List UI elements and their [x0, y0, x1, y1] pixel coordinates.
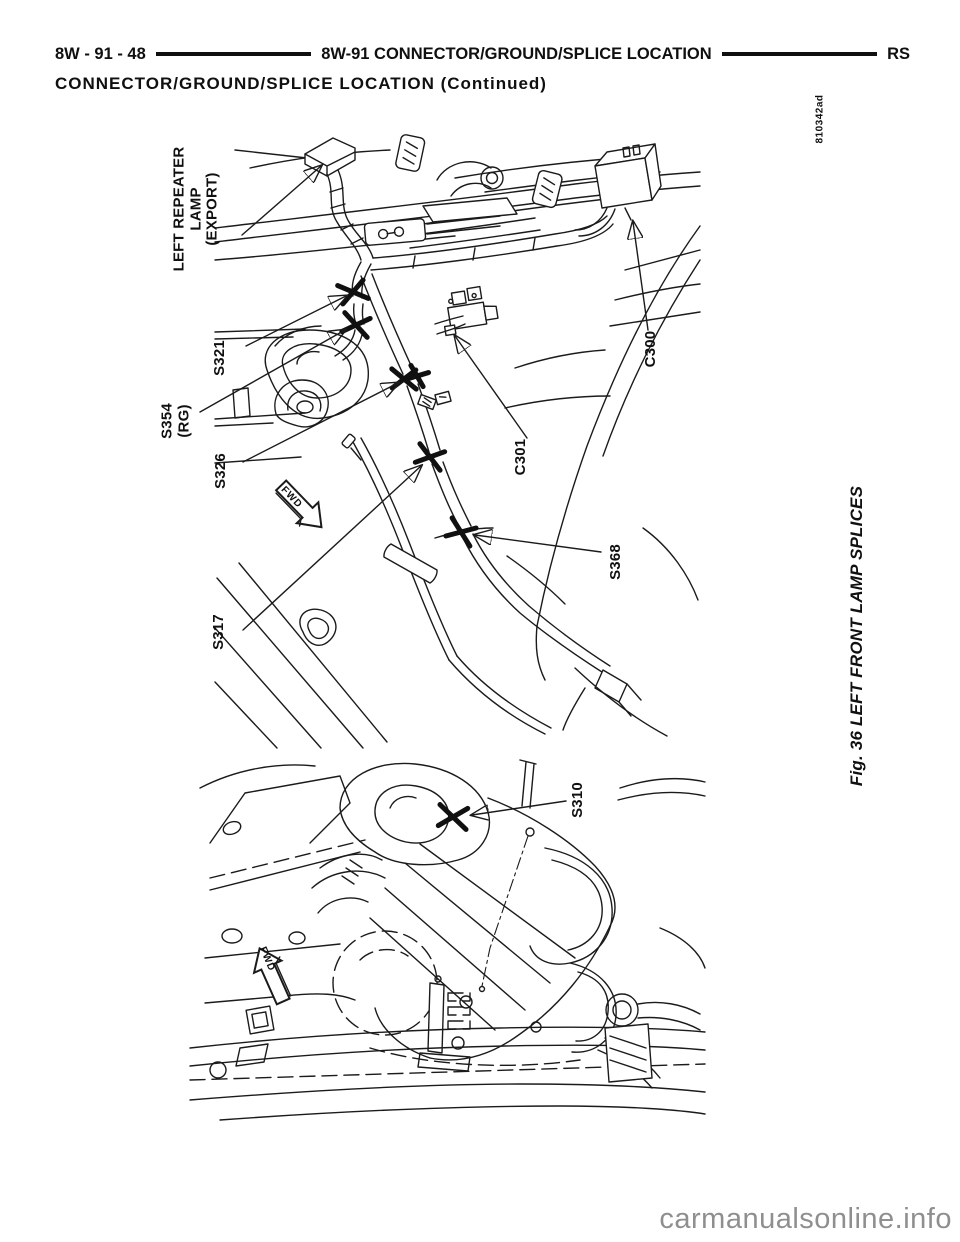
header-rule-left — [155, 52, 312, 56]
label-s368: S368 — [606, 544, 624, 580]
splice-x-s317-icon — [412, 441, 448, 473]
section-subtitle: CONNECTOR/GROUND/SPLICE LOCATION (Contin… — [55, 74, 547, 93]
leader-arrows — [199, 166, 649, 631]
figure-caption: Fig. 36 LEFT FRONT LAMP SPLICES — [847, 485, 866, 787]
label-s354: S354 (RG) — [158, 403, 193, 439]
label-s321: S321 — [210, 340, 228, 376]
label-s326: S326 — [211, 453, 229, 489]
header-rule-right — [721, 52, 878, 56]
fwd-arrow-icon: FWD — [252, 945, 292, 1006]
label-c300: C300 — [641, 330, 659, 368]
label-c301: C301 — [511, 438, 529, 476]
label-s317: S317 — [209, 614, 227, 650]
watermark: carmanualsonline.info — [659, 1203, 952, 1235]
top-diagram: FWD — [199, 134, 701, 749]
region-code: RS — [887, 44, 910, 63]
label-s310: S310 — [568, 782, 586, 818]
splice-x-s368-icon — [443, 515, 479, 549]
leader-arrows-bottom — [472, 800, 567, 815]
body-line-art — [214, 134, 701, 749]
page-number: 8W - 91 - 48 — [55, 44, 146, 63]
bottom-diagram: FWD — [189, 759, 706, 1121]
splice-x-s310-icon — [435, 802, 471, 832]
label-left-repeater-lamp: LEFT REPEATER LAMP (EXPORT) — [170, 146, 221, 272]
page-header: 8W - 91 - 48 8W-91 CONNECTOR/GROUND/SPLI… — [55, 42, 910, 66]
splice-x-s354-icon — [339, 310, 373, 340]
fwd-arrow-icon: FWD — [274, 479, 323, 529]
splice-x-s326b-icon — [402, 362, 432, 390]
header-title: 8W-91 CONNECTOR/GROUND/SPLICE LOCATION — [321, 44, 712, 63]
figure-image-code: 810342ad — [814, 94, 826, 144]
engine-line-art — [189, 759, 706, 1121]
